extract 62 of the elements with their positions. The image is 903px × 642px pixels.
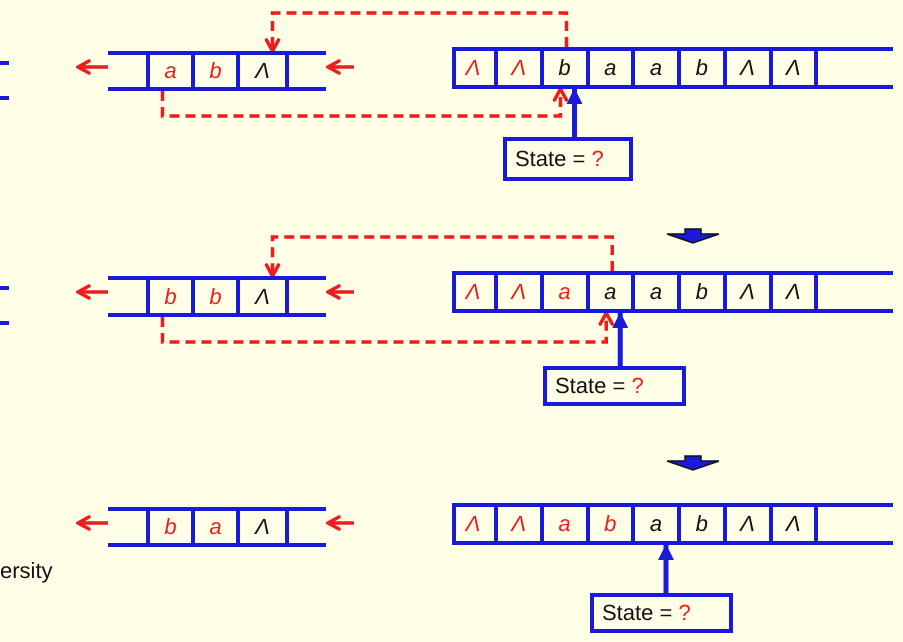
- tape-cell: Λ: [726, 503, 772, 545]
- tape-cell: Λ: [772, 503, 818, 545]
- arrow: [612, 312, 628, 366]
- tape-cell: Λ: [498, 271, 544, 313]
- tape-cell: b: [680, 47, 727, 89]
- queue-cell: a: [146, 51, 191, 91]
- queue-cell: Λ: [236, 507, 289, 547]
- tape-cell: Λ: [772, 47, 818, 89]
- state-value: ?: [677, 600, 691, 626]
- state-label: State =: [555, 373, 626, 399]
- arrow: [566, 88, 582, 137]
- state-label: State =: [602, 600, 672, 626]
- tape-cell: a: [635, 503, 681, 545]
- tape-cell: Λ: [772, 271, 818, 313]
- arrow: [264, 11, 568, 53]
- tape-cell: a: [544, 271, 590, 313]
- arrow: [326, 284, 354, 300]
- tape-cell: Λ: [452, 503, 498, 545]
- arrow: [326, 59, 354, 75]
- queue-cell: b: [191, 276, 236, 317]
- state-value: ?: [590, 146, 604, 172]
- footer-text: ersity: [0, 558, 53, 584]
- queue-drawing: [108, 507, 326, 547]
- state-box: [503, 137, 633, 181]
- state-box: [590, 593, 733, 633]
- queue-cell: b: [146, 507, 191, 547]
- tape-cell: Λ: [452, 271, 498, 313]
- queue-cell: Λ: [236, 276, 289, 317]
- queue-drawing: [108, 51, 326, 91]
- queue-cell: Λ: [236, 51, 289, 91]
- arrow: [160, 311, 614, 344]
- tape-cell: a: [589, 271, 636, 313]
- arrow: [160, 87, 568, 118]
- tape-drawing: [452, 47, 893, 89]
- arrow: [264, 235, 614, 278]
- tape-cell: a: [544, 503, 590, 545]
- tape-cell: Λ: [452, 47, 498, 89]
- tape-cell: b: [544, 47, 590, 89]
- state-value: ?: [630, 373, 644, 399]
- tape-cell: Λ: [498, 47, 544, 89]
- state-box: [543, 366, 686, 406]
- queue-cell: b: [191, 51, 236, 91]
- arrow: [76, 515, 108, 531]
- arrow: [76, 59, 108, 75]
- tape-cell: Λ: [726, 47, 772, 89]
- tape-cell: Λ: [498, 503, 544, 545]
- arrow: [76, 284, 108, 300]
- tape-cell: a: [589, 47, 636, 89]
- arrow: [326, 515, 354, 531]
- state-label: State =: [515, 146, 586, 172]
- arrow: [658, 544, 674, 593]
- tape-cell: b: [589, 503, 636, 545]
- tape-cell: a: [635, 47, 681, 89]
- tape-cell: b: [680, 503, 727, 545]
- tape-cell: a: [635, 271, 681, 313]
- tape-cell: b: [680, 271, 727, 313]
- queue-drawing: [108, 276, 326, 317]
- tape-drawing: [452, 503, 893, 545]
- tape-drawing: [452, 271, 893, 313]
- queue-cell: a: [191, 507, 236, 547]
- tape-cell: Λ: [726, 271, 772, 313]
- queue-cell: b: [146, 276, 191, 317]
